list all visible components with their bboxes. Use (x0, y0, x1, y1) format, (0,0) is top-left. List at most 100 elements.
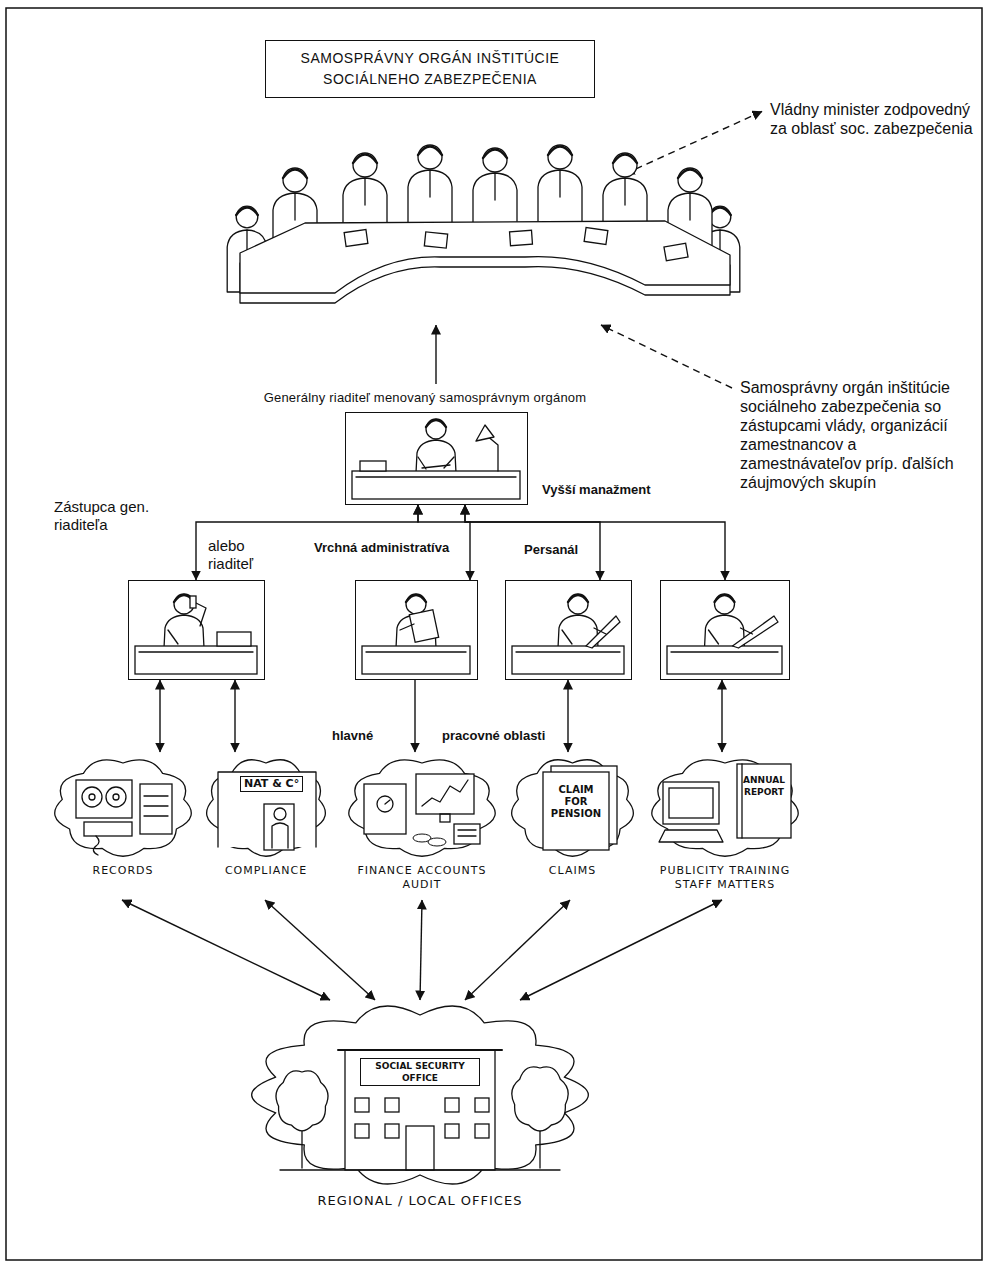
work-area-cloud: ANNUAL REPORTPUBLICITY TRAINING STAFF MA… (645, 752, 805, 900)
desk-illustration (346, 413, 526, 503)
cloud-caption: COMPLIANCE (200, 864, 332, 878)
connector-arrow (159, 680, 160, 752)
illustration-stroke (624, 178, 625, 205)
illustration-stroke (418, 147, 442, 156)
illustration-stroke (82, 787, 102, 807)
illustration-stroke (715, 594, 735, 614)
connector-arrow (414, 680, 415, 752)
annotation-label: hlavné (330, 728, 375, 744)
illustration-stroke (659, 830, 723, 842)
desk-picture-frame (355, 580, 478, 680)
illustration-stroke (678, 170, 702, 179)
illustration-stroke (669, 788, 713, 818)
illustration-stroke (422, 780, 468, 806)
illustration-stroke (164, 615, 204, 648)
cloud-caption: REGIONAL / LOCAL OFFICES (250, 1194, 590, 1208)
illustration-stroke (586, 616, 620, 648)
illustration-stroke (445, 1124, 459, 1138)
illustration-stroke (512, 646, 624, 674)
annotation-text: Vládny minister zodpovedný za oblasť soc… (762, 100, 977, 138)
illustration-stroke (418, 457, 426, 469)
illustration-stroke (406, 594, 426, 614)
illustration-stroke (613, 153, 637, 177)
connector-arrow (520, 900, 722, 1000)
illustration-stroke (510, 230, 533, 246)
illustration-stroke (385, 1124, 399, 1138)
connector-arrow (234, 680, 235, 752)
illustration-stroke (140, 784, 172, 834)
illustration-stroke (426, 419, 446, 439)
publicity-illustration (645, 752, 805, 862)
illustration-stroke (424, 232, 447, 248)
document-text: CLAIM FOR PENSION (546, 784, 606, 820)
illustration-stroke (344, 230, 368, 247)
connector-arrow (420, 900, 422, 1000)
regional-office-illustration (250, 1000, 590, 1190)
work-area-cloud: RECORDS (48, 752, 198, 900)
illustration-stroke (483, 150, 507, 159)
illustration-stroke (338, 1049, 502, 1051)
compliance-illustration (200, 752, 332, 862)
illustration-stroke (353, 153, 377, 177)
illustration-stroke (409, 610, 438, 642)
annotation-label: Persanál (522, 542, 580, 558)
illustration-stroke (584, 228, 608, 245)
connector-arrow (567, 680, 568, 752)
desk-picture-frame (345, 412, 528, 505)
connector-arrow (265, 900, 375, 1000)
meeting-illustration (225, 135, 740, 325)
illustration-stroke (272, 823, 288, 848)
illustration-stroke (283, 168, 307, 192)
connector-arrow (465, 505, 725, 580)
illustration-stroke (568, 595, 588, 602)
illustration-stroke (385, 1098, 399, 1112)
illustration-stroke (352, 471, 520, 499)
illustration-stroke (486, 435, 498, 471)
department-box (355, 580, 478, 680)
illustration-stroke (364, 784, 406, 834)
annotation-label: alebo riaditeľ (206, 537, 255, 573)
illustration-stroke (741, 764, 742, 838)
annotation-label: Zástupca gen. riaditeľa (52, 498, 168, 534)
illustration-stroke (280, 1169, 560, 1170)
illustration-stroke (139, 651, 253, 652)
illustration-stroke (360, 461, 386, 471)
illustration-stroke (516, 651, 620, 652)
illustration-stroke (416, 440, 456, 473)
illustration-stroke (356, 476, 516, 477)
annotation-label: Vrchná administratíva (312, 540, 451, 556)
illustration-stroke (240, 221, 730, 293)
desk-picture-frame (128, 580, 265, 680)
illustration-stroke (406, 1126, 434, 1170)
illustration-stroke (494, 173, 495, 200)
illustration-stroke (93, 836, 99, 855)
illustration-stroke (429, 170, 430, 197)
cloud-caption: CLAIMS (505, 864, 640, 878)
cloud-caption: RECORDS (48, 864, 198, 878)
illustration-stroke (190, 596, 196, 608)
illustration-stroke (458, 830, 476, 836)
illustration-stroke (144, 796, 168, 816)
illustration-stroke (406, 595, 426, 602)
illustration-stroke (362, 646, 470, 674)
connector-arrow (721, 680, 722, 752)
illustration-stroke (276, 1071, 328, 1131)
work-area-cloud: NAT & C°COMPLIANCE (200, 752, 332, 900)
illustration-stroke (236, 206, 258, 228)
document-text: ANNUAL REPORT (739, 774, 789, 798)
illustration-stroke (454, 824, 480, 844)
illustration-stroke (512, 1067, 568, 1131)
illustration-stroke (613, 155, 637, 164)
connector-arrow (435, 325, 436, 384)
regional-office-cloud: SOCIAL SECURITY OFFICEREGIONAL / LOCAL O… (250, 1000, 590, 1240)
illustration-stroke (475, 1124, 489, 1138)
illustration-stroke (715, 595, 735, 602)
connector-arrow (122, 900, 330, 1000)
desk-illustration (661, 581, 788, 678)
illustration-stroke (568, 594, 588, 614)
illustration-stroke (426, 420, 446, 427)
illustration-stroke (548, 147, 572, 156)
board-meeting: SAMOSPRÁVNY ORGÁN INŠTITÚCIE SOCIÁLNEHO … (225, 40, 625, 325)
illustration-stroke (689, 193, 690, 220)
desk-illustration (506, 581, 630, 678)
